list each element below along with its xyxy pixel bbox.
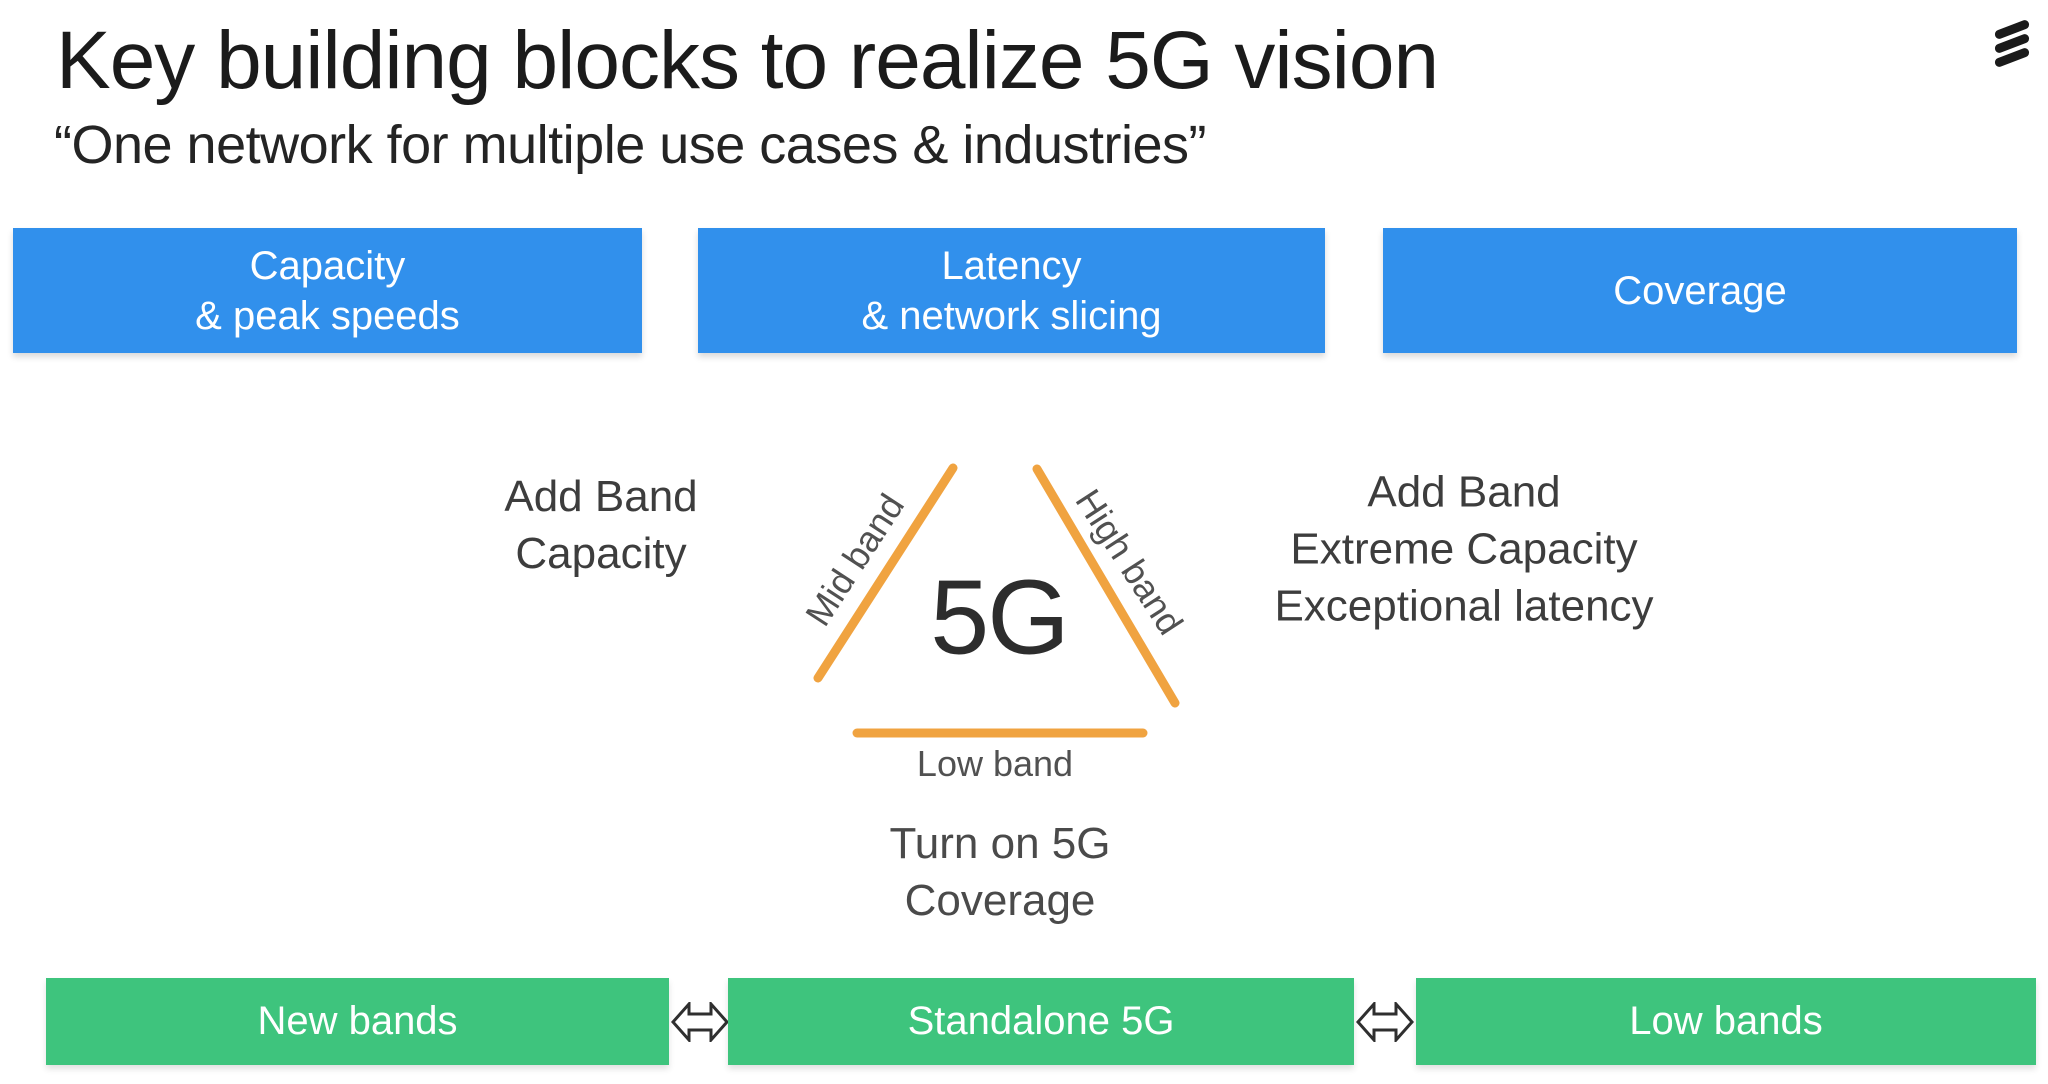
- annotation-add-band-capacity: Add Band Capacity: [504, 472, 698, 578]
- triangle-left-side: [813, 463, 958, 683]
- pillar-latency-network-slicing: Latency & network slicing: [698, 228, 1325, 353]
- annotation-turn-on-5g: Turn on 5G Coverage: [889, 819, 1111, 925]
- band-box-standalone-5g: Standalone 5G: [728, 978, 1354, 1065]
- low-band-label: Low band: [916, 743, 1074, 784]
- triangle-right-side: [1032, 464, 1180, 708]
- pillar-coverage: Coverage: [1383, 228, 2017, 353]
- spectrum-triangle: [813, 463, 1180, 738]
- triangle-5g-label: 5G: [930, 558, 1069, 677]
- double-arrow-icon: [1356, 1002, 1414, 1042]
- band-box-low-bands: Low bands: [1416, 978, 2036, 1065]
- pillar-capacity-peak-speeds: Capacity & peak speeds: [13, 228, 642, 353]
- band-box-new-bands: New bands: [46, 978, 669, 1065]
- page-title: Key building blocks to realize 5G vision: [56, 15, 1439, 106]
- double-arrow-icon: [671, 1002, 729, 1042]
- page-subtitle: “One network for multiple use cases & in…: [54, 115, 1206, 175]
- annotation-add-band-extreme: Add Band Extreme Capacity Exceptional la…: [1274, 467, 1654, 631]
- ericsson-logo-icon: [1993, 18, 2036, 74]
